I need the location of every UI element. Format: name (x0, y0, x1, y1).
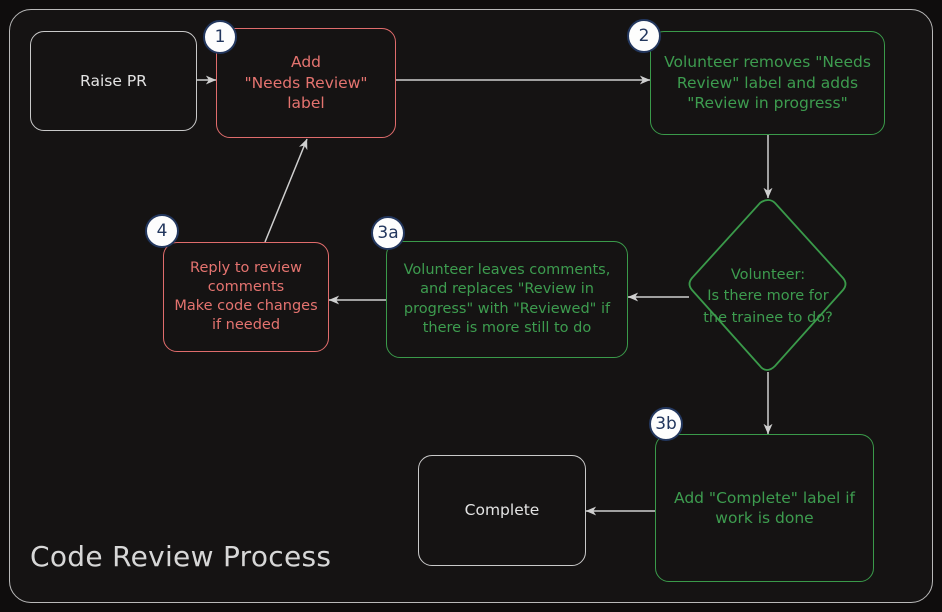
step-badge-3b: 3b (649, 407, 683, 441)
node-raise-pr[interactable]: Raise PR (30, 31, 197, 131)
node-reply-to-review-comments[interactable]: Reply to review comments Make code chang… (163, 242, 329, 352)
node-volunteer-removes-label[interactable]: Volunteer removes "Needs Review" label a… (650, 31, 885, 135)
node-volunteer-leaves-comments[interactable]: Volunteer leaves comments, and replaces … (386, 241, 628, 358)
edge-reply-to-add-label (264, 138, 308, 243)
node-add-complete-label[interactable]: Add "Complete" label if work is done (655, 434, 874, 582)
step-badge-2: 2 (627, 19, 661, 53)
decision-diamond-shape (688, 199, 847, 371)
diagram-title: Code Review Process (30, 540, 332, 573)
step-badge-1: 1 (203, 20, 237, 54)
step-badge-3a: 3a (371, 216, 405, 250)
node-complete[interactable]: Complete (418, 455, 586, 566)
step-badge-4: 4 (145, 214, 179, 248)
node-add-needs-review-label[interactable]: Add "Needs Review" label (216, 28, 396, 138)
